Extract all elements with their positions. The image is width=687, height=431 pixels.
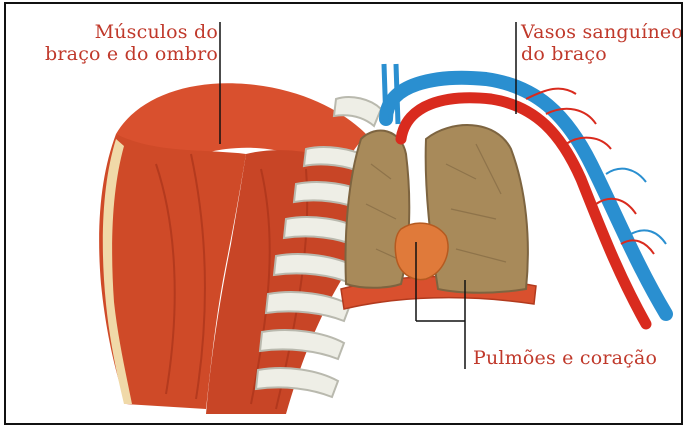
lungs-heart-label: Pulmões e coração bbox=[473, 347, 657, 369]
muscles-label: Músculos do braço e do ombro bbox=[38, 21, 218, 65]
vessels-label-line2: do braço bbox=[521, 43, 683, 65]
muscles-label-line2: braço e do ombro bbox=[38, 43, 218, 65]
vessels-label-line1: Vasos sanguíneos bbox=[521, 21, 683, 43]
lungs-heart-label-line1: Pulmões e coração bbox=[473, 347, 657, 369]
muscles-label-line1: Músculos do bbox=[38, 21, 218, 43]
figure-frame: Músculos do braço e do ombro Vasos sangu… bbox=[4, 2, 683, 425]
vessels-label: Vasos sanguíneos do braço bbox=[521, 21, 683, 65]
